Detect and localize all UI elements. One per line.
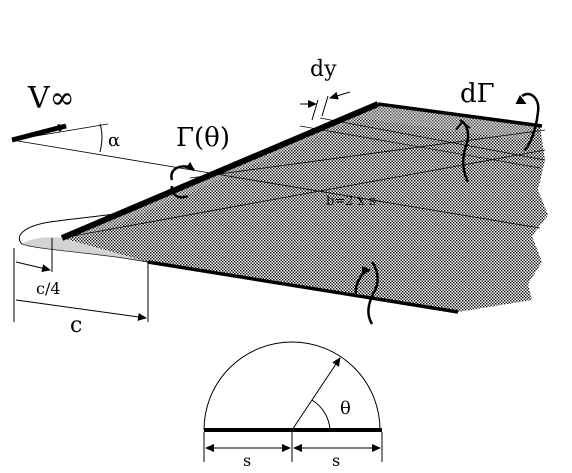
circulation-arrow-icon — [170, 185, 189, 199]
alpha-arc — [99, 123, 103, 153]
alpha-reference-line — [11, 123, 109, 141]
d-gamma-label: dΓ — [460, 79, 495, 109]
freestream-label: V∞ — [27, 81, 75, 116]
wing-trailing-edge — [147, 260, 459, 314]
span-label: b=2 x s — [326, 194, 376, 209]
wing-upper-surface-strip — [62, 104, 540, 238]
theta-arc — [311, 399, 331, 431]
radius-vector — [291, 357, 341, 431]
chord-dimension — [15, 299, 147, 321]
wing-tip-edge — [377, 102, 543, 128]
dy-label: dy — [310, 57, 337, 82]
freestream-arrow-icon — [11, 123, 67, 143]
trailing-vortex-line-2 — [299, 125, 541, 169]
dy-tick-right — [321, 95, 329, 117]
quarter-chord-dimension — [15, 261, 51, 273]
wing-planform — [62, 104, 548, 312]
dy-tick-left — [311, 99, 319, 121]
span-reference-line — [189, 129, 546, 179]
circulation-arrow-icon — [455, 120, 471, 131]
half-span-left-label: s — [243, 451, 251, 470]
circulation-arrow-icon — [354, 266, 371, 297]
circulation-arrow-icon — [170, 161, 195, 181]
circulation-arrow-icon — [521, 92, 540, 152]
circulation-arrow-icon — [515, 95, 527, 105]
airfoil-shading — [22, 237, 148, 262]
airfoil-section — [18, 211, 149, 263]
dy-arrow-right — [329, 91, 351, 100]
theta-label: θ — [340, 398, 351, 419]
alpha-label: α — [108, 130, 120, 151]
circulation-label: Γ(θ) — [176, 123, 230, 153]
semicircle — [203, 341, 381, 431]
freestream-reference-line — [11, 139, 541, 229]
half-span-right-label: s — [332, 451, 340, 470]
trailing-vortex-line-1 — [319, 117, 546, 161]
quarter-chord-label: c/4 — [36, 279, 61, 298]
chord-label: c — [70, 313, 82, 338]
wing-leading-edge — [60, 101, 380, 241]
circulation-arrow-icon — [367, 261, 379, 325]
